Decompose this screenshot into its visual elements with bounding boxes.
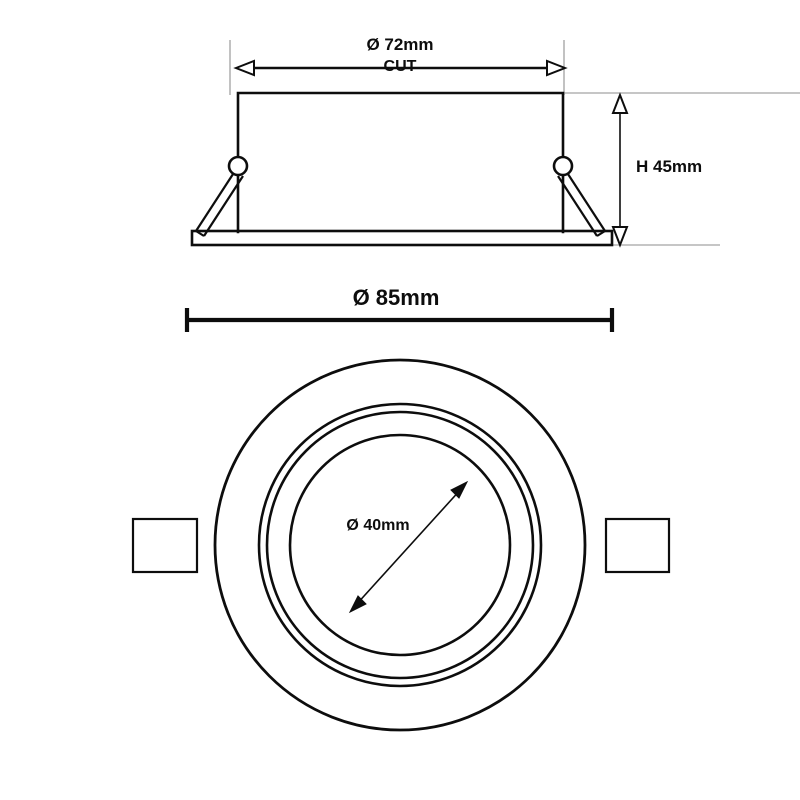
spring-clip-left-tip <box>195 230 205 237</box>
cut-diameter-label: Ø 72mm <box>366 35 433 54</box>
height-label: H 45mm <box>636 157 702 176</box>
plan-view-group: Ø 85mm Ø 40mm <box>131 285 671 732</box>
spring-clip-left-arm-inner <box>203 175 244 237</box>
side-tab-left <box>131 517 199 574</box>
outer-diameter-label: Ø 85mm <box>353 285 440 310</box>
aperture-dimension-line <box>354 487 463 607</box>
side-tab-right <box>604 517 671 574</box>
height-dimension: H 45mm <box>611 92 702 248</box>
spring-clip-right-arm-inner <box>557 175 598 237</box>
aperture-diameter-dimension: Ø 40mm <box>346 480 469 614</box>
spring-clip-right-tip <box>596 230 606 237</box>
aperture-diameter-label: Ø 40mm <box>346 517 409 534</box>
aperture-arrowhead-upper-icon <box>450 480 469 499</box>
cut-arrowhead-right-icon <box>546 59 568 77</box>
spring-clip-left-pivot <box>227 155 249 177</box>
aperture-circle <box>288 433 512 657</box>
outer-bezel-ring <box>213 358 587 732</box>
outer-diameter-dimension: Ø 85mm <box>184 285 615 332</box>
spring-clip-left-arm-outer <box>195 170 236 232</box>
section-view-group: Ø 72mm CUT H 45mm <box>190 35 800 248</box>
cut-sublabel: CUT <box>384 58 417 75</box>
height-arrowhead-top-icon <box>611 92 629 114</box>
spring-clip-right-arm-outer <box>565 170 606 232</box>
cut-arrowhead-left-icon <box>233 59 255 77</box>
mounting-flange-outline <box>190 229 614 247</box>
middle-ring-inner <box>265 410 535 680</box>
spring-clip-right-pivot <box>552 155 574 177</box>
middle-ring-outer <box>257 402 543 688</box>
aperture-arrowhead-lower-icon <box>348 595 367 614</box>
height-arrowhead-bottom-icon <box>611 226 629 248</box>
spring-clip-left <box>195 155 249 237</box>
cut-diameter-dimension: Ø 72mm CUT <box>233 35 568 77</box>
spring-clip-right <box>552 155 606 237</box>
